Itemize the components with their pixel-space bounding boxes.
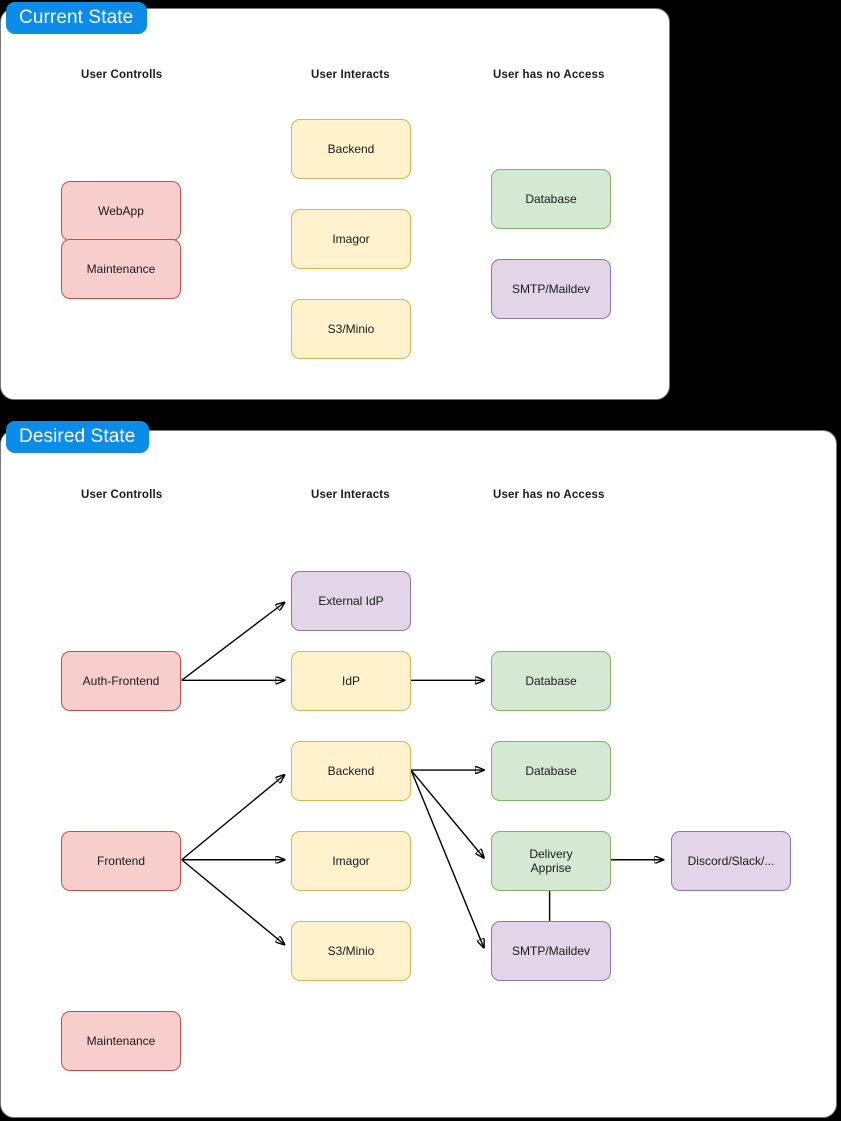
column-header-user-no-access: User has no Access [493,69,605,81]
node-label: Frontend [96,854,146,868]
node-backend[interactable]: Backend [291,119,411,179]
node-label: Backend [327,142,375,156]
node-frontend[interactable]: Frontend [61,831,181,891]
node-label: IdP [341,674,360,688]
node-label: SMTP/Maildev [511,282,591,296]
node-s3-minio[interactable]: S3/Minio [291,921,411,981]
node-label: Database [525,192,577,206]
node-smtp-maildev[interactable]: SMTP/Maildev [491,259,611,319]
node-idp[interactable]: IdP [291,651,411,711]
node-label: External IdP [318,594,384,608]
node-label: Imagor [332,232,370,246]
tab-current-state[interactable]: Current State [6,2,148,34]
column-header-user-interacts: User Interacts [311,69,390,81]
node-label: Maintenance [86,1034,156,1048]
node-label: Imagor [332,854,370,868]
panel-current-state: User Controlls User Interacts User has n… [0,8,670,400]
panel-desired-state: User Controlls User Interacts User has n… [0,430,837,1118]
node-label: SMTP/Maildev [511,944,591,958]
column-header-user-no-access: User has no Access [493,489,605,501]
node-maintenance[interactable]: Maintenance [61,239,181,299]
node-external-idp[interactable]: External IdP [291,571,411,631]
node-database-backend[interactable]: Database [491,741,611,801]
node-auth-frontend[interactable]: Auth-Frontend [61,651,181,711]
node-database-idp[interactable]: Database [491,651,611,711]
node-label: S3/Minio [327,322,375,336]
node-label: S3/Minio [327,944,375,958]
node-label: Discord/Slack/... [687,854,775,868]
node-label: Database [525,674,577,688]
tab-desired-state[interactable]: Desired State [6,421,150,453]
column-header-user-controls: User Controlls [81,69,163,81]
column-header-user-interacts: User Interacts [311,489,390,501]
node-backend[interactable]: Backend [291,741,411,801]
node-database[interactable]: Database [491,169,611,229]
node-label: Auth-Frontend [82,674,160,688]
node-label: Maintenance [86,262,156,276]
node-imagor[interactable]: Imagor [291,831,411,891]
node-discord-slack[interactable]: Discord/Slack/... [671,831,791,891]
node-imagor[interactable]: Imagor [291,209,411,269]
node-label: Backend [327,764,375,778]
node-label: WebApp [98,204,144,218]
node-smtp-maildev[interactable]: SMTP/Maildev [491,921,611,981]
node-maintenance[interactable]: Maintenance [61,1011,181,1071]
node-webapp[interactable]: WebApp [61,181,181,241]
node-label: Database [525,764,577,778]
column-header-user-controls: User Controlls [81,489,163,501]
node-s3-minio[interactable]: S3/Minio [291,299,411,359]
